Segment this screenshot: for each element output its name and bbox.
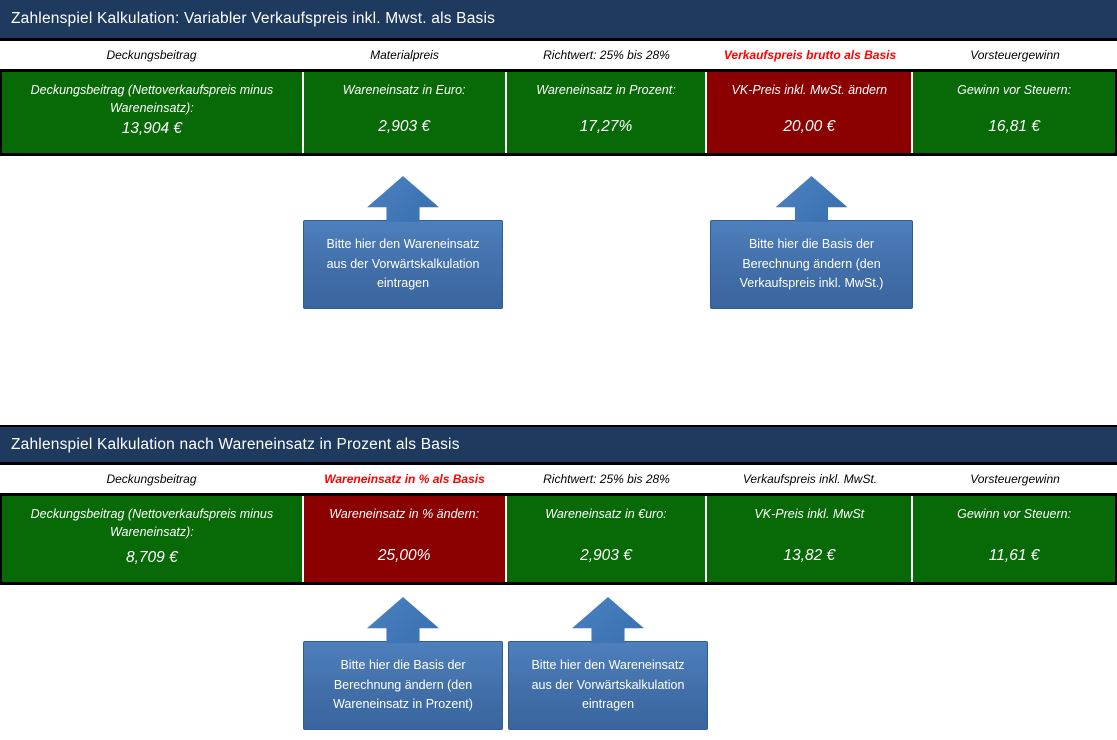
column-header-verkaufspreis-basis: Verkaufspreis brutto als Basis — [723, 48, 897, 62]
column-header-richtwert: Richtwert: 25% bis 28% — [543, 48, 670, 62]
column-header-verkaufspreis: Verkaufspreis inkl. MwSt. — [742, 472, 878, 486]
cell-value: 13,82 € — [783, 547, 836, 564]
cell-value[interactable]: 25,00% — [377, 547, 431, 564]
input-cell-vk-preis-aendern[interactable]: VK-Preis inkl. MwSt. ändern 20,00 € — [707, 72, 912, 153]
column-header-row: Deckungsbeitrag Materialpreis Richtwert:… — [0, 41, 1117, 69]
kpi-cell-gewinn-vor-steuern: Gewinn vor Steuern: 11,61 € — [913, 496, 1115, 582]
cell-value: 17,27% — [579, 118, 633, 135]
section-title: Zahlenspiel Kalkulation: Variabler Verka… — [11, 10, 496, 27]
callout-wareneinsatz-eintragen: Bitte hier den Wareneinsatz aus der Vorw… — [303, 176, 503, 309]
kpi-row: Deckungsbeitrag (Nettoverkaufspreis minu… — [0, 69, 1117, 156]
callout-box: Bitte hier die Basis der Berechnung ände… — [303, 641, 503, 730]
callout-box: Bitte hier den Wareneinsatz aus der Vorw… — [303, 220, 503, 309]
column-header-vorsteuergewinn: Vorsteuergewinn — [970, 472, 1060, 486]
callout-basis-aendern: Bitte hier die Basis der Berechnung ände… — [710, 176, 913, 309]
callout-box: Bitte hier die Basis der Berechnung ände… — [710, 220, 913, 309]
cell-label: Wareneinsatz in €uro: — [545, 507, 667, 521]
cell-value: 2,903 € — [378, 118, 430, 135]
cell-label: Deckungsbeitrag (Nettoverkaufspreis minu… — [30, 83, 274, 116]
callout-box: Bitte hier den Wareneinsatz aus der Vorw… — [508, 641, 708, 730]
cell-label: Gewinn vor Steuern: — [957, 83, 1072, 97]
up-arrow-icon — [367, 597, 439, 643]
cell-label: VK-Preis inkl. MwSt. ändern — [731, 83, 888, 97]
section-variabler-verkaufspreis: Zahlenspiel Kalkulation: Variabler Verka… — [0, 0, 1117, 425]
column-header-row: Deckungsbeitrag Wareneinsatz in % als Ba… — [0, 465, 1117, 493]
callout-wareneinsatz-eintragen: Bitte hier den Wareneinsatz aus der Vorw… — [508, 597, 708, 730]
cell-value: 11,61 € — [988, 547, 1040, 564]
callout-area: Bitte hier den Wareneinsatz aus der Vorw… — [0, 156, 1117, 425]
section-title: Zahlenspiel Kalkulation nach Wareneinsat… — [11, 435, 460, 453]
cell-label: Gewinn vor Steuern: — [957, 507, 1072, 521]
kpi-cell-vk-preis: VK-Preis inkl. MwSt 13,82 € — [707, 496, 912, 582]
section-title-bar: Zahlenspiel Kalkulation: Variabler Verka… — [0, 0, 1117, 41]
column-header-richtwert: Richtwert: 25% bis 28% — [543, 472, 670, 486]
cell-value[interactable]: 20,00 € — [783, 118, 836, 135]
input-cell-wareneinsatz-prozent-aendern[interactable]: Wareneinsatz in % ändern: 25,00% — [303, 496, 505, 582]
column-header-materialpreis: Materialpreis — [370, 48, 439, 62]
kpi-cell-wareneinsatz-euro: Wareneinsatz in €uro: 2,903 € — [506, 496, 706, 582]
up-arrow-icon — [367, 176, 439, 222]
kpi-cell-wareneinsatz-euro: Wareneinsatz in Euro: 2,903 € — [303, 72, 505, 153]
callout-basis-aendern: Bitte hier die Basis der Berechnung ände… — [303, 597, 503, 730]
column-header-deckungsbeitrag: Deckungsbeitrag — [106, 48, 197, 62]
kpi-cell-deckungsbeitrag: Deckungsbeitrag (Nettoverkaufspreis minu… — [2, 72, 302, 153]
kpi-cell-gewinn-vor-steuern: Gewinn vor Steuern: 16,81 € — [913, 72, 1115, 153]
cell-value: 16,81 € — [988, 118, 1040, 135]
cell-value: 13,904 € — [121, 120, 183, 137]
kpi-row: Deckungsbeitrag (Nettoverkaufspreis minu… — [0, 493, 1117, 585]
column-header-vorsteuergewinn: Vorsteuergewinn — [970, 48, 1060, 62]
section-wareneinsatz-prozent: Zahlenspiel Kalkulation nach Wareneinsat… — [0, 425, 1117, 735]
kpi-cell-deckungsbeitrag: Deckungsbeitrag (Nettoverkaufspreis minu… — [2, 496, 302, 582]
up-arrow-icon — [572, 597, 644, 643]
cell-label: Deckungsbeitrag (Nettoverkaufspreis minu… — [30, 507, 274, 540]
up-arrow-icon — [775, 176, 848, 222]
cell-label: Wareneinsatz in Euro: — [342, 83, 466, 97]
cell-label: Wareneinsatz in % ändern: — [329, 507, 480, 521]
cell-value: 2,903 € — [580, 547, 632, 564]
cell-label: VK-Preis inkl. MwSt — [754, 507, 865, 521]
kpi-cell-wareneinsatz-prozent: Wareneinsatz in Prozent: 17,27% — [506, 72, 706, 153]
column-header-deckungsbeitrag: Deckungsbeitrag — [106, 472, 197, 486]
cell-label: Wareneinsatz in Prozent: — [536, 83, 676, 97]
callout-area: Bitte hier die Basis der Berechnung ände… — [0, 585, 1117, 735]
column-header-wareneinsatz-basis: Wareneinsatz in % als Basis — [324, 472, 485, 486]
section-title-bar: Zahlenspiel Kalkulation nach Wareneinsat… — [0, 425, 1117, 465]
cell-value: 8,709 € — [126, 549, 178, 566]
